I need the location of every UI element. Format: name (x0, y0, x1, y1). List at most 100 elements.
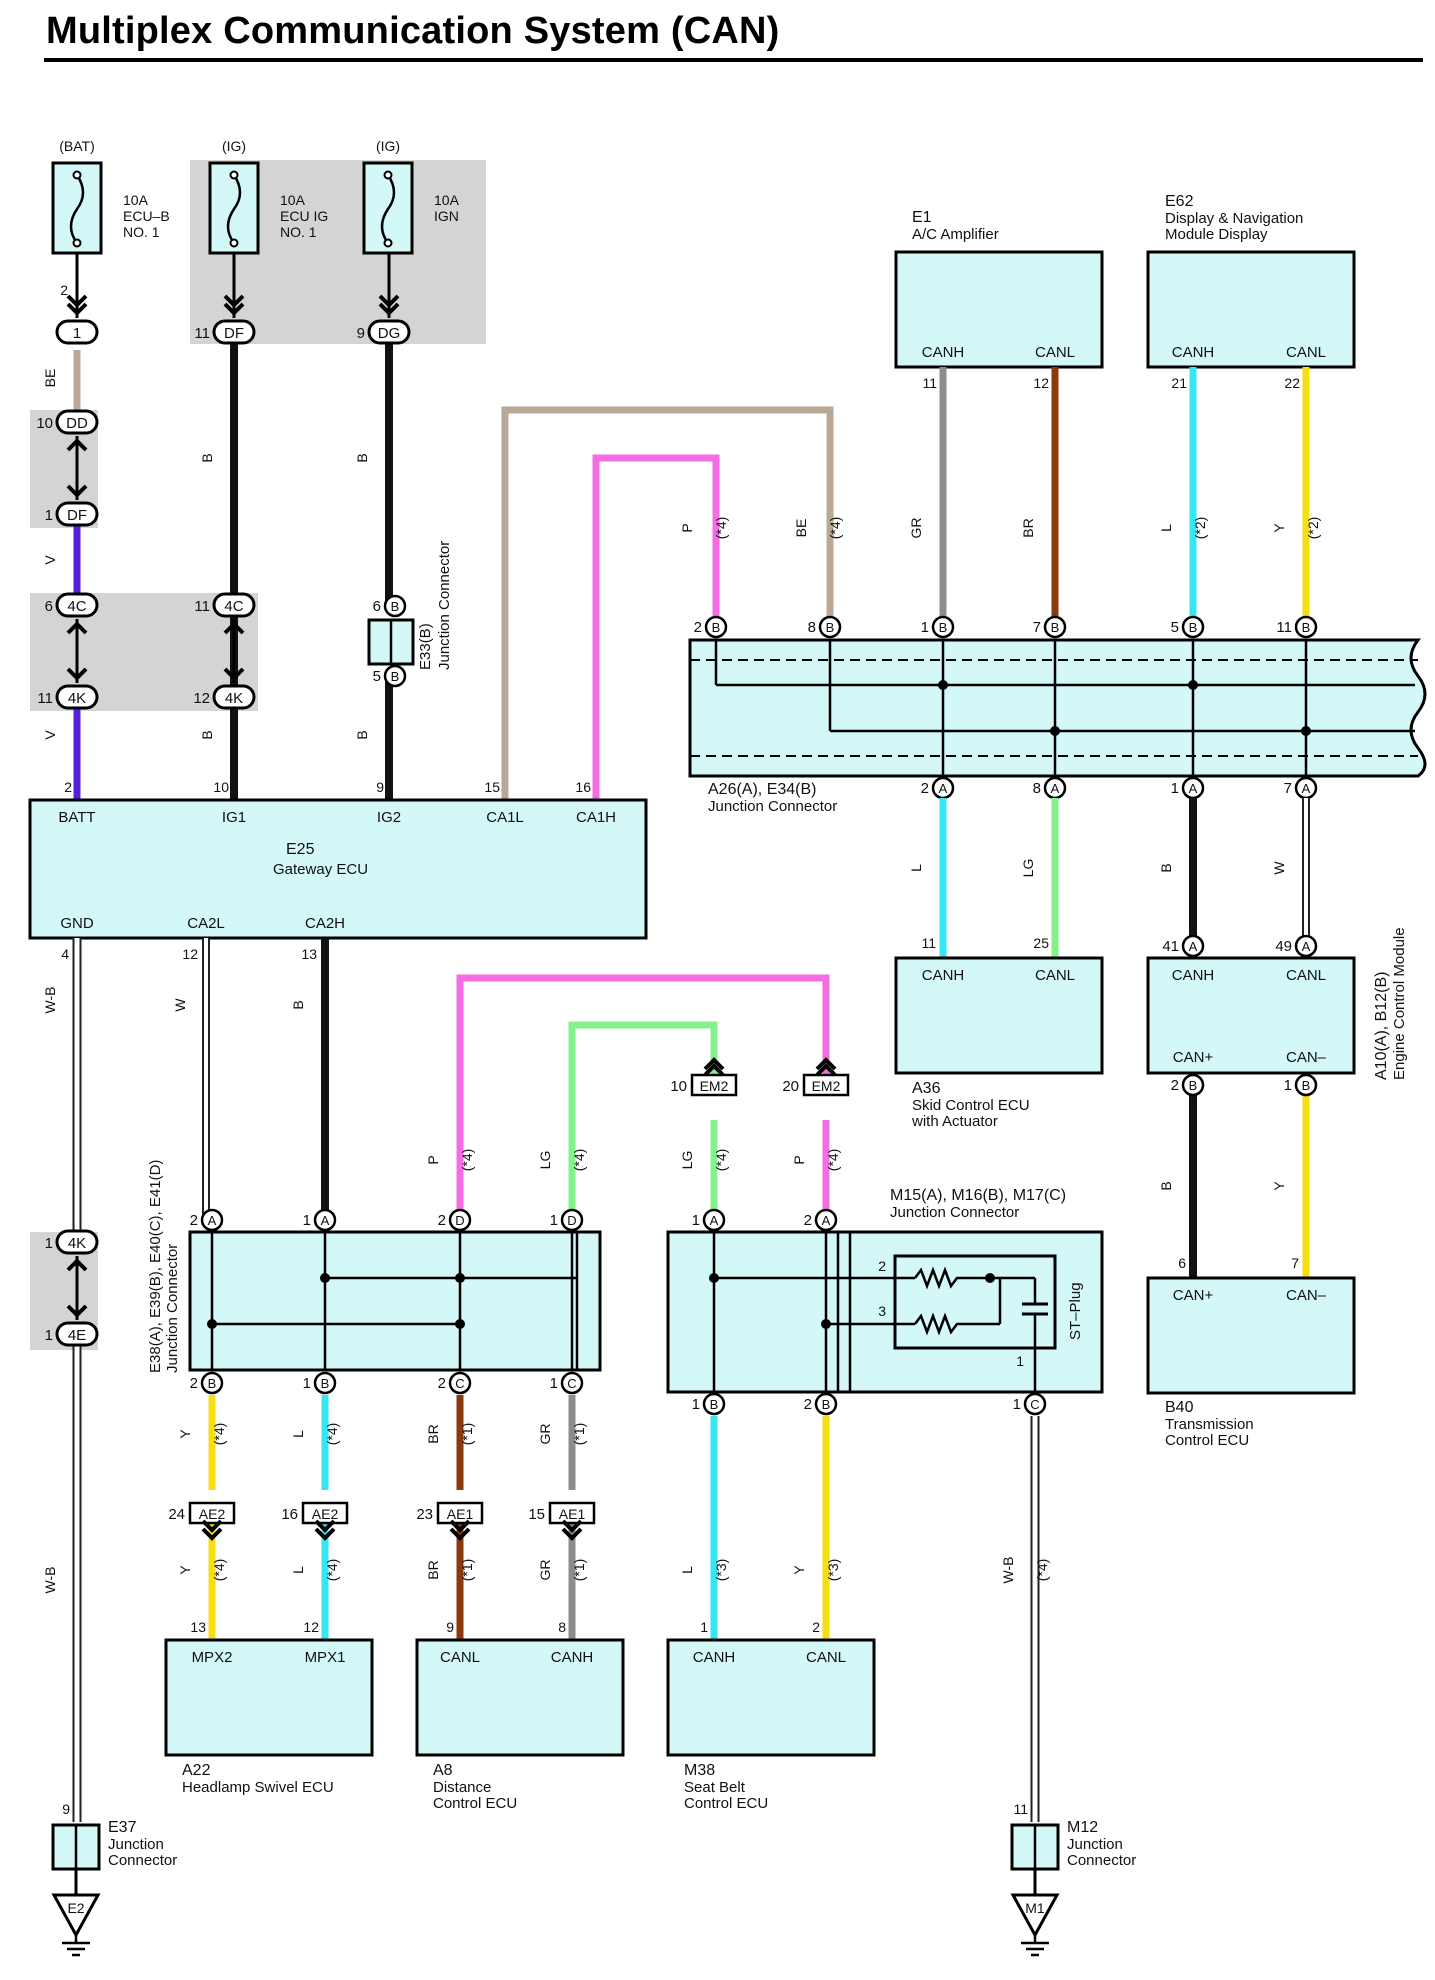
terminal-letter: A (939, 781, 948, 796)
wire-color-label: W-B (42, 1567, 58, 1594)
component-name-E1: A/C Amplifier (912, 226, 999, 243)
terminal-letter: A (1302, 939, 1311, 954)
E1-ac-amplifier (894, 250, 1104, 369)
component-code-E1: E1 (912, 209, 932, 226)
component-code-M15: M15(A), M16(B), M17(C) (890, 1187, 1066, 1204)
component-name-A10B12: Engine Control Module (1391, 927, 1408, 1080)
terminal-number: 41 (1162, 938, 1179, 955)
fuse-supply-fuse-ign: (IG) (376, 138, 400, 154)
terminal-number: 1 (45, 1235, 53, 1252)
component-code-A10B12: A10(A), B12(B) (1373, 972, 1390, 1080)
wire-color-label: B (1158, 863, 1174, 872)
wire-be-ca1l (501, 406, 834, 800)
terminal-label: MPX2 (192, 1649, 233, 1666)
arrow-up-icon (223, 621, 245, 635)
wire-color-label: Y (177, 1429, 193, 1439)
wire-color-label: GR (537, 1560, 553, 1581)
component-code-A36: A36 (912, 1080, 941, 1097)
connector-pin (367, 319, 411, 345)
wire-note-label: (*4) (1034, 1559, 1050, 1582)
wire-color-label: P (791, 1155, 807, 1164)
ground-label: E2 (67, 1900, 84, 1916)
wire-color-label: W-B (1000, 1557, 1016, 1584)
terminal-number: 11 (194, 598, 210, 615)
wire-color-label: P (425, 1155, 441, 1164)
wire-color-label: L (679, 1566, 695, 1574)
terminal-letter: C (455, 1376, 464, 1391)
terminal-number: 7 (1284, 780, 1292, 797)
component-code-B40: B40 (1165, 1399, 1194, 1416)
terminal-label: CANL (1286, 344, 1326, 361)
arrow-down-icon (223, 667, 245, 681)
connector-arrow-icon (223, 294, 245, 308)
terminal-letter: B (1051, 620, 1060, 635)
terminal-number: 3 (878, 1303, 886, 1319)
wire-color-label: GR (537, 1424, 553, 1445)
arrow-down-icon (66, 1304, 88, 1318)
fuse-element-icon (69, 174, 85, 244)
component-name-M12: Connector (1067, 1852, 1136, 1869)
terminal-label: CANL (1035, 967, 1075, 984)
wire-note-label: (*2) (1305, 517, 1321, 540)
wire-color-label: LG (1020, 859, 1036, 878)
component-code-M38: M38 (684, 1762, 715, 1779)
terminal-number: 1 (692, 1396, 700, 1413)
connector-arrow-icon (561, 1519, 583, 1533)
terminal-number: 2 (60, 282, 68, 298)
terminal-letter: B (1189, 1078, 1198, 1093)
terminal-pin (200, 1371, 224, 1395)
terminal-letter: B (1302, 620, 1311, 635)
component-name-B40: Control ECU (1165, 1432, 1249, 1449)
wire-color-label: B (290, 1000, 306, 1009)
splice-dot (320, 1273, 330, 1283)
splice-dot (938, 680, 948, 690)
wire-color-label: Y (177, 1565, 193, 1575)
fuse-contact (72, 170, 82, 180)
terminal-pin (383, 594, 407, 618)
connector-arrow-icon (66, 294, 88, 308)
arrow-up-icon (66, 1258, 88, 1272)
component-name-E62: Module Display (1165, 226, 1268, 243)
connector-code: 1 (73, 325, 81, 342)
terminal-label: CANL (1286, 967, 1326, 984)
terminal-number: 9 (376, 779, 384, 795)
connector-pin (55, 1321, 99, 1347)
terminal-number: 13 (190, 1619, 206, 1635)
wire-note-label: (*1) (571, 1423, 587, 1446)
wire-color-label: BR (425, 1560, 441, 1579)
terminal-pin (704, 615, 728, 639)
terminal-pin (448, 1371, 472, 1395)
wire-note-label: (*4) (459, 1149, 475, 1172)
component-name-A8: Distance (433, 1779, 491, 1796)
terminal-letter: A (1302, 781, 1311, 796)
connector-code: DF (67, 507, 87, 524)
fuse-contact (229, 170, 239, 180)
terminal-number: 11 (922, 375, 937, 391)
terminal-letter: A (1189, 939, 1198, 954)
terminal-letter: B (710, 1397, 719, 1412)
terminal-letter: A (321, 1213, 330, 1228)
terminal-number: 1 (45, 1327, 53, 1344)
terminal-pin (1043, 615, 1067, 639)
terminal-pin (1294, 934, 1318, 958)
connector-arrow-icon (703, 1057, 725, 1071)
wire-note-label: (*4) (211, 1423, 227, 1446)
terminal-number: 2 (812, 1619, 820, 1635)
terminal-label: CAN– (1286, 1287, 1327, 1304)
connector-pin (212, 684, 256, 710)
terminal-number: 9 (62, 1801, 70, 1817)
terminal-label: CA1H (576, 809, 616, 826)
terminal-number: 8 (808, 619, 816, 636)
terminal-number: 5 (373, 668, 381, 685)
component-code-A22: A22 (182, 1762, 211, 1779)
terminal-number: 22 (1284, 375, 1300, 391)
terminal-label: CANH (551, 1649, 594, 1666)
wire-color-label: B (354, 730, 370, 739)
connector-arrow-icon (449, 1527, 471, 1541)
terminal-number: 21 (1171, 375, 1187, 391)
connector-arrow-icon (703, 1063, 725, 1077)
terminal-label: IG2 (377, 809, 401, 826)
terminal-number: 5 (1171, 619, 1179, 636)
terminal-letter: D (455, 1213, 464, 1228)
component-name-M15: Junction Connector (890, 1204, 1019, 1221)
